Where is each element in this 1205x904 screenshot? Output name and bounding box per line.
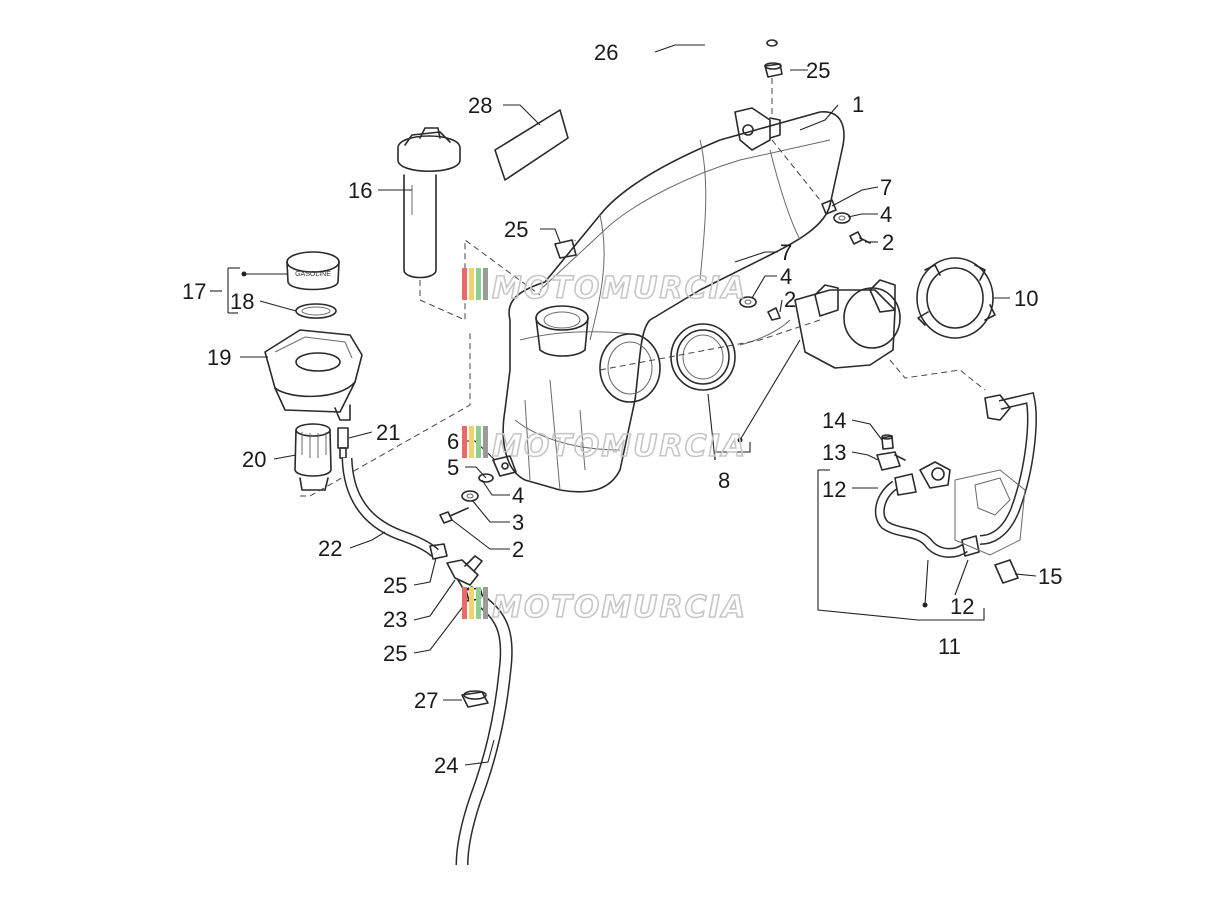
watermark-stripe	[476, 426, 481, 458]
callout-12: 12	[950, 594, 974, 619]
callout-18: 18	[230, 289, 254, 314]
callout-5: 5	[447, 455, 459, 480]
callout-6: 6	[447, 429, 459, 454]
watermark-middle: MOTOMURCIA	[462, 426, 747, 465]
callout-10: 10	[1014, 286, 1038, 311]
fuel-level-sender	[397, 127, 461, 279]
fuel-line-assembly	[874, 391, 1037, 558]
vent-hose	[563, 22, 778, 241]
callout-20: 20	[242, 447, 266, 472]
callout-28: 28	[468, 93, 492, 118]
callout-21: 21	[376, 420, 400, 445]
callout-15: 15	[1038, 564, 1062, 589]
callout-2: 2	[784, 287, 796, 312]
watermark-stripe	[483, 426, 488, 458]
fuel-tank	[502, 107, 845, 493]
leader-lines	[210, 44, 1037, 766]
cap-label: GASOLINE	[295, 271, 331, 278]
guide-pump-to-line	[889, 359, 986, 391]
watermark-stripe	[483, 268, 488, 300]
bracket-hardware-mid	[739, 296, 781, 321]
callout-11: 11	[938, 634, 961, 659]
watermark-stripe	[476, 587, 481, 619]
watermark-stripe	[462, 268, 467, 300]
callout-23: 23	[383, 607, 407, 632]
guide-pump-axis	[599, 319, 821, 371]
watermark-stripe	[462, 587, 467, 619]
callout-24: 24	[434, 753, 458, 778]
callout-7: 7	[880, 175, 892, 200]
callout-labels: 1 2 2 2 3 4 4 4 5 6 7 7 8 10 11 12 12 13…	[182, 40, 1062, 778]
watermark-text: MOTOMURCIA	[492, 429, 747, 464]
callout-2: 2	[882, 230, 894, 255]
callout-12: 12	[822, 477, 846, 502]
hose-clamp-27	[461, 690, 489, 708]
drain-connector	[337, 427, 349, 459]
watermark-stripe	[483, 587, 488, 619]
callout-25: 25	[806, 58, 830, 83]
pump-lock-ring	[916, 257, 996, 339]
filler-cap: GASOLINE	[286, 251, 340, 291]
tank-mount-hardware	[439, 455, 517, 524]
callout-8: 8	[718, 468, 730, 493]
callout-17: 17	[182, 279, 206, 304]
callout-4: 4	[880, 202, 892, 227]
line-cap-14	[881, 434, 894, 450]
cap-seal-ring	[295, 303, 337, 319]
line-clip-15	[994, 559, 1019, 584]
callout-16: 16	[348, 178, 372, 203]
watermark-text: MOTOMURCIA	[492, 590, 747, 625]
callout-1: 1	[852, 92, 864, 117]
hose-clip-top	[764, 62, 783, 78]
watermark-stripe	[469, 268, 474, 300]
callout-26: 26	[594, 40, 618, 65]
drain-cup	[294, 423, 332, 491]
callout-22: 22	[318, 536, 342, 561]
callout-7: 7	[780, 240, 792, 265]
callout-3: 3	[512, 510, 524, 535]
callout-13: 13	[822, 440, 846, 465]
callout-4: 4	[780, 264, 792, 289]
watermark-stripe	[476, 268, 481, 300]
callout-25: 25	[383, 641, 407, 666]
watermark-stripe	[469, 587, 474, 619]
watermark-stripe	[469, 426, 474, 458]
callout-25: 25	[383, 573, 407, 598]
guide-tray-to-tank	[300, 330, 471, 497]
watermark-bottom: MOTOMURCIA	[462, 587, 747, 626]
callout-14: 14	[822, 408, 846, 433]
hose-clip-tank	[554, 239, 577, 259]
guide-bracket-upper	[771, 139, 821, 201]
watermark-top: MOTOMURCIA	[462, 268, 747, 307]
callout-27: 27	[414, 688, 438, 713]
hose-clip-drain	[429, 543, 448, 560]
watermark-stripe	[462, 426, 467, 458]
callout-19: 19	[207, 345, 231, 370]
filler-tray	[264, 329, 363, 421]
line-clip-13	[876, 451, 906, 471]
watermark-text: MOTOMURCIA	[492, 271, 747, 306]
guide-sender-to-tank	[419, 239, 541, 321]
label-plate	[494, 109, 569, 181]
callout-2: 2	[512, 537, 524, 562]
callout-4: 4	[512, 483, 524, 508]
callout-25: 25	[504, 217, 528, 242]
